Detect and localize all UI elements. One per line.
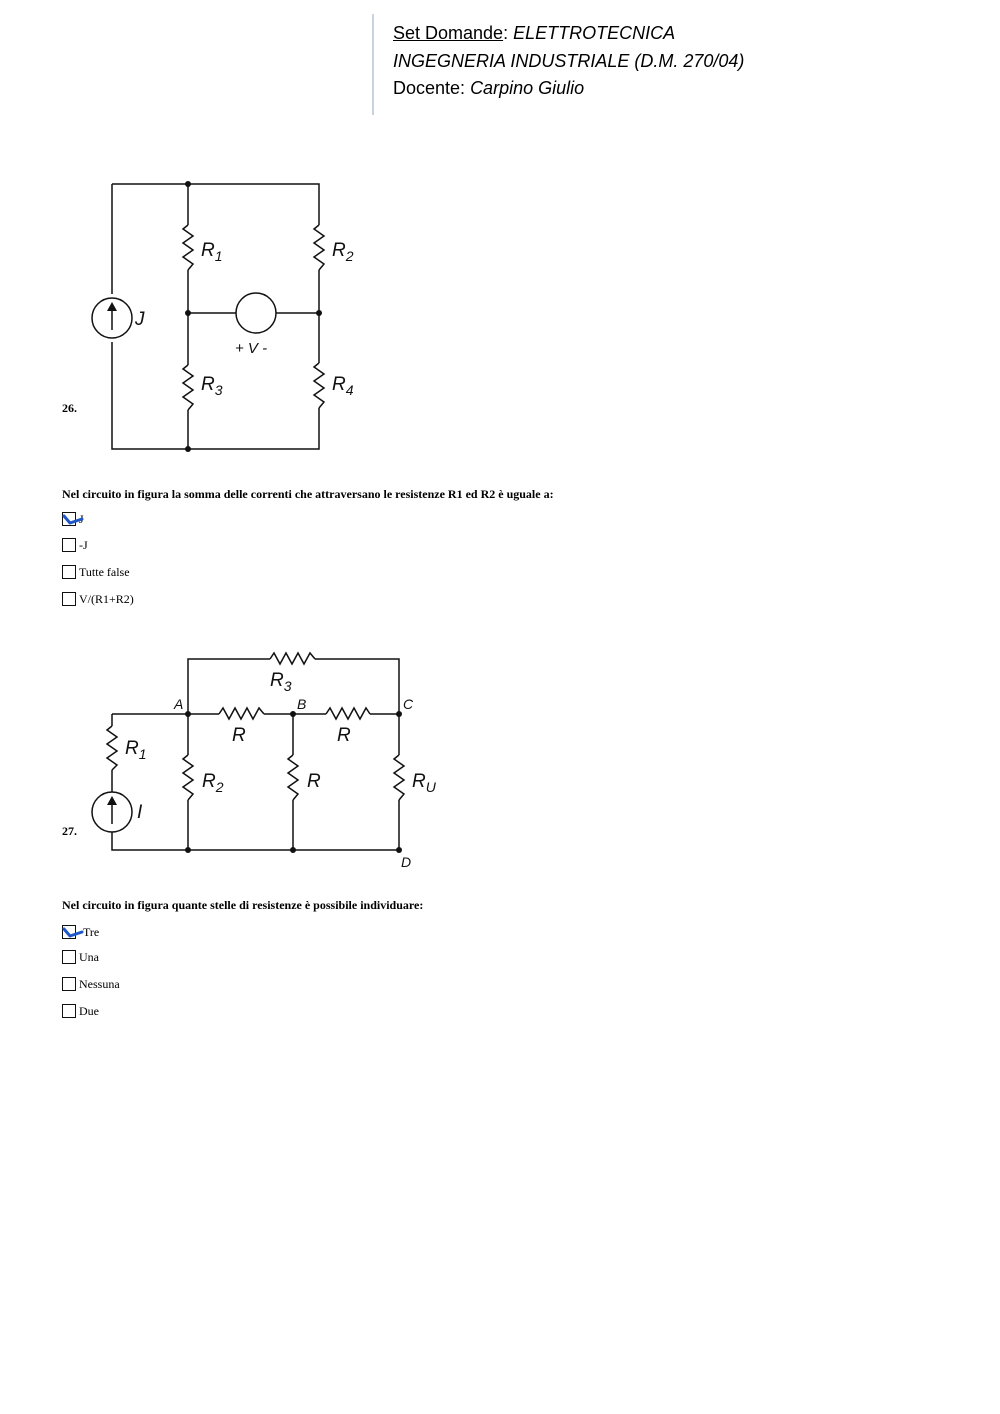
checkbox[interactable] (62, 538, 76, 552)
node-b-label: B (297, 696, 306, 712)
question-number: 27. (62, 824, 77, 838)
option-label: V/(R1+R2) (79, 591, 134, 606)
question-number: 26. (62, 401, 77, 415)
option-26-2[interactable]: -J (62, 537, 88, 553)
node-c-label: C (403, 696, 414, 712)
document-header: Set Domande: ELETTROTECNICA INGEGNERIA I… (393, 20, 744, 103)
teacher-name: Carpino Giulio (470, 78, 585, 98)
course-name: ELETTROTECNICA (513, 23, 676, 43)
option-label: Tre (83, 924, 100, 939)
header-divider (372, 14, 374, 115)
header-line-1: Set Domande: ELETTROTECNICA (393, 20, 744, 48)
option-27-4[interactable]: Due (62, 1003, 99, 1019)
checkmark-icon (62, 514, 84, 525)
label-voltage: + V - (235, 340, 267, 357)
label-r1: R1 (201, 240, 223, 264)
option-27-1[interactable]: Tre (62, 924, 99, 940)
checkbox[interactable] (62, 950, 76, 964)
option-label: Due (79, 1003, 99, 1018)
label-r2: R2 (332, 240, 354, 264)
question-text: Nel circuito in figura quante stelle di … (62, 898, 424, 912)
label-r-bc: R (337, 725, 351, 746)
question-text: Nel circuito in figura la somma delle co… (62, 487, 554, 501)
option-26-4[interactable]: V/(R1+R2) (62, 591, 134, 607)
checkbox[interactable] (62, 1004, 76, 1018)
degree-name: INGEGNERIA INDUSTRIALE (D.M. 270/04) (393, 50, 745, 71)
checkbox[interactable] (62, 565, 76, 579)
node-a-label: A (173, 696, 183, 712)
set-domande-label: Set Domande (393, 23, 504, 43)
option-label: Una (79, 949, 99, 964)
checkmark-icon (62, 927, 84, 938)
label-r1: R1 (125, 738, 147, 762)
label-r-ab: R (232, 725, 246, 746)
header-separator-2: : (460, 78, 471, 98)
option-label: Nessuna (79, 976, 120, 991)
option-26-1[interactable]: J (62, 511, 84, 527)
checkbox[interactable] (62, 592, 76, 606)
label-r2: R2 (202, 771, 224, 795)
label-source-i: I (137, 802, 143, 823)
checkbox-checked[interactable] (62, 512, 84, 526)
header-line-3: Docente: Carpino Giulio (393, 75, 744, 103)
label-r3: R3 (270, 670, 292, 694)
header-separator: : (503, 23, 514, 43)
option-27-3[interactable]: Nessuna (62, 976, 120, 992)
docente-label: Docente (393, 78, 461, 98)
checkbox[interactable] (62, 977, 76, 991)
circuit-figure-26: R1 R2 R3 R4 J + V - (91, 181, 354, 452)
label-r4: R4 (332, 374, 354, 398)
node-d-label: D (401, 854, 411, 870)
option-27-2[interactable]: Una (62, 949, 99, 965)
option-label: -J (79, 537, 88, 552)
label-r-mid: R (307, 771, 321, 792)
option-label: Tutte false (79, 564, 130, 579)
label-ru: RU (412, 771, 437, 795)
option-26-3[interactable]: Tutte false (62, 564, 130, 580)
label-source-j: J (134, 309, 145, 330)
label-r3: R3 (201, 374, 223, 398)
checkbox-checked[interactable] (62, 925, 84, 939)
circuit-figure-27: R3 R R R1 R2 R RU I A B C D (91, 651, 437, 870)
